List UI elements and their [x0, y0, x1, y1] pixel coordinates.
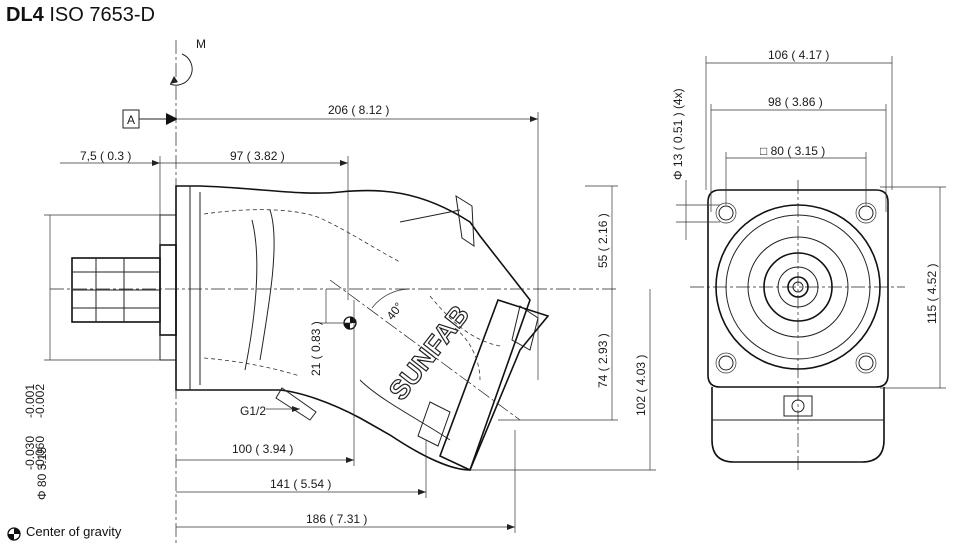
shaft-tol2-lower: -0.060	[33, 436, 47, 470]
side-view: M A 206 ( 8.12 ) 7,5 ( 0.3 ) 97 ( 3.82 )	[23, 37, 656, 544]
dim-55: 55 ( 2.16 )	[596, 213, 610, 268]
dim-106: 106 ( 4.17 )	[768, 48, 829, 62]
legend-cg-icon	[7, 527, 21, 541]
angle-label: 40°	[384, 299, 406, 322]
drawing-title: DL4 ISO 7653-D	[6, 4, 155, 27]
dim-115: 115 ( 4.52 )	[925, 264, 939, 324]
dim-100: 100 ( 3.94 )	[232, 442, 293, 456]
port-label: G1/2	[240, 404, 266, 418]
rotation-arc	[169, 53, 193, 86]
dim-98: 98 ( 3.86 )	[768, 95, 823, 109]
datum-label: A	[127, 113, 135, 127]
dim-21: 21 ( 0.83 )	[309, 321, 323, 376]
dim-shaft-diameter: Φ 80 3.15	[35, 447, 49, 500]
dim-206: 206 ( 8.12 )	[328, 103, 389, 117]
dim-102: 102 ( 4.03 )	[634, 355, 648, 416]
shaft-tol-lower: -0.002	[33, 384, 47, 418]
dim-186: 186 ( 7.31 )	[306, 512, 367, 526]
dim-square-80: □ 80 ( 3.15 )	[760, 144, 825, 158]
model-name: DL4	[6, 4, 44, 26]
shaft	[71, 214, 177, 361]
standard-name: ISO 7653-D	[49, 4, 155, 26]
datum-triangle-icon	[166, 113, 178, 125]
front-view: 106 ( 4.17 ) 98 ( 3.86 ) □ 80 ( 3.15 ) Φ…	[671, 48, 946, 470]
rotation-arrow-icon	[170, 76, 178, 84]
flange-plate	[707, 189, 889, 388]
shaft-tol2-upper: -0.030	[23, 436, 37, 470]
shaft-tol-upper: -0.001	[23, 384, 37, 418]
lower-housing	[711, 387, 885, 463]
legend-center-of-gravity: Center of gravity	[26, 524, 122, 539]
dim-97: 97 ( 3.82 )	[230, 149, 285, 163]
dim-7-5: 7,5 ( 0.3 )	[80, 149, 131, 163]
dim-141: 141 ( 5.54 )	[270, 477, 331, 491]
pump-body: G1/2	[175, 185, 550, 472]
dim-hole-13: Φ 13 ( 0.51 ) (4x)	[671, 88, 685, 180]
rotation-label: M	[196, 37, 206, 51]
dim-74: 74 ( 2.93 )	[596, 333, 610, 388]
